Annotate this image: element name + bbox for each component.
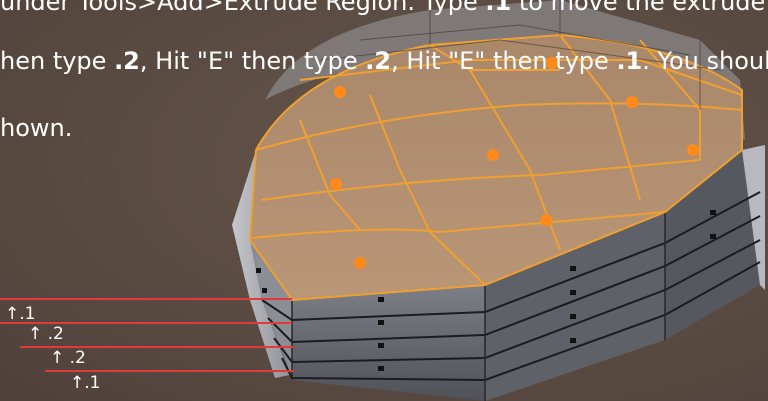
- guide-line-2: [0, 322, 292, 324]
- left-rim: [232, 150, 290, 378]
- back-wall: [265, 0, 745, 140]
- guide-line-4: [45, 370, 294, 372]
- extrude-marker: ↑.1: [70, 373, 101, 393]
- text-segment: . You should: [642, 47, 768, 75]
- instruction-line-1: under Tools>Add>Extrude Region. Type .1 …: [0, 0, 765, 17]
- guide-line-3: [20, 346, 294, 348]
- side-vertex-dots: [256, 210, 716, 371]
- text-bold: .2: [114, 47, 140, 75]
- text-segment: to move the extrude: [511, 0, 766, 16]
- text-segment: , Hit "E" then type: [139, 47, 366, 75]
- text-segment: hen type: [0, 47, 115, 75]
- vertex-dots: [330, 57, 699, 269]
- extrude-marker: ↑ .2: [50, 348, 86, 368]
- side-face-right-rim: [742, 145, 765, 290]
- extrude-marker: ↑.1: [5, 304, 36, 324]
- text-segment: under Tools>Add>Extrude Region. Type: [0, 0, 486, 16]
- back-wireframe: [319, 0, 721, 110]
- text-bold: .1: [485, 0, 512, 16]
- side-face-left: [250, 240, 292, 378]
- side-face-right: [665, 150, 760, 340]
- guide-line-1: [0, 298, 292, 300]
- text-segment: , Hit "E" then type: [391, 47, 617, 75]
- extrude-marker: ↑ .2: [28, 324, 64, 344]
- instruction-line-2: hen type .2, Hit "E" then type .2, Hit "…: [0, 47, 768, 76]
- text-bold: .2: [365, 47, 392, 75]
- side-face-front: [292, 285, 485, 401]
- instruction-line-3: hown.: [0, 114, 73, 142]
- side-verticals: [291, 212, 666, 401]
- text-bold: .1: [616, 47, 643, 75]
